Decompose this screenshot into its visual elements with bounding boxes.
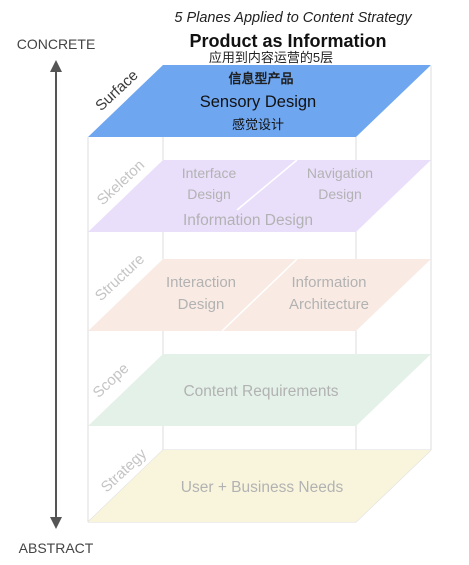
skeleton-right-line1: Navigation (307, 165, 373, 181)
surface-label-cn-2: 感觉设计 (232, 117, 284, 132)
structure-right-line2: Architecture (289, 296, 369, 313)
plane-structure: Structure Interaction Design Information… (88, 251, 431, 332)
scope-label: Content Requirements (183, 383, 338, 400)
plane-skeleton: Skeleton Interface Design Navigation Des… (88, 157, 431, 232)
structure-right-line1: Information (291, 274, 366, 291)
surface-label-cn: 信息型产品 (228, 71, 293, 86)
skeleton-right-line2: Design (318, 186, 362, 202)
structure-left-line2: Design (178, 296, 225, 313)
skeleton-divider (236, 159, 298, 211)
plane-surface-fill (88, 65, 431, 137)
plane-scope: Scope Content Requirements (88, 354, 431, 426)
axis-top-label: CONCRETE (17, 36, 96, 52)
skeleton-bottom-label: Information Design (183, 212, 313, 229)
plane-strategy-fill (88, 450, 431, 522)
strategy-label: User + Business Needs (181, 479, 344, 496)
plane-scope-fill (88, 354, 431, 426)
diagram-subtitle: 5 Planes Applied to Content Strategy (174, 10, 412, 26)
plane-strategy: Strategy User + Business Needs (88, 445, 431, 522)
plane-surface: Surface 信息型产品 Sensory Design 感觉设计 (88, 65, 431, 137)
skeleton-left-line1: Interface (182, 165, 237, 181)
diagram-title-cn: 应用到内容运营的5层 (209, 50, 333, 65)
plane-skeleton-fill (88, 160, 431, 232)
axis-bottom-label: ABSTRACT (19, 540, 94, 556)
structure-divider (221, 258, 298, 332)
diagram-title: Product as Information (189, 31, 386, 51)
skeleton-left-line2: Design (187, 186, 231, 202)
structure-left-line1: Interaction (166, 274, 236, 291)
surface-label: Sensory Design (200, 93, 316, 111)
